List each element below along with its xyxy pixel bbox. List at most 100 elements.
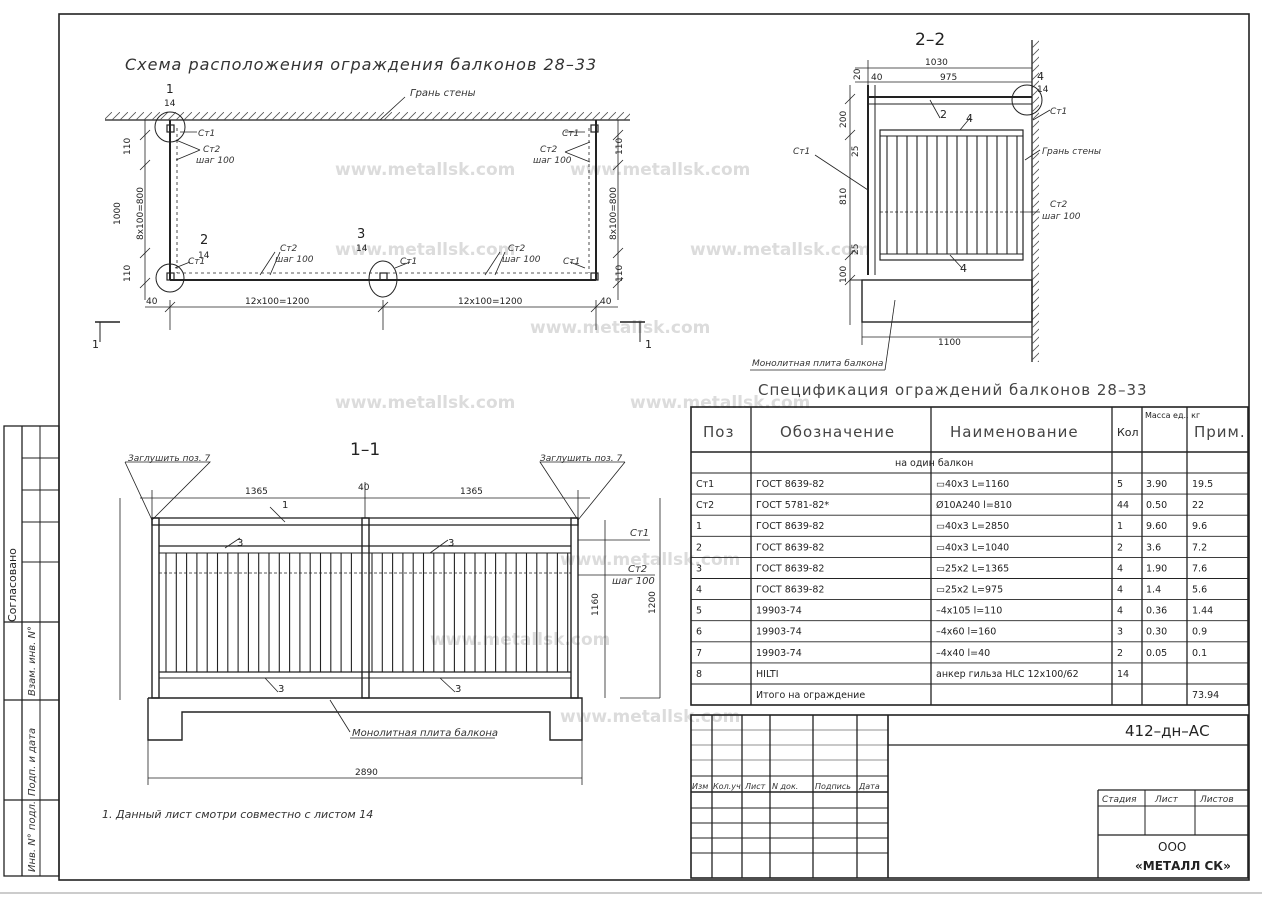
spec-cell: 1.90 [1146, 563, 1167, 574]
svg-text:25: 25 [851, 146, 861, 157]
spec-cell: 2 [1117, 648, 1123, 659]
spec-cell: 3 [696, 563, 702, 574]
spec-cell: 8 [696, 669, 702, 680]
svg-text:Монолитная плита балкона: Монолитная плита балкона [352, 727, 498, 739]
section22-labels: 1030 975 40 20 200 25 810 25 100 1100 4 … [752, 58, 1101, 369]
spec-cell: 4 [1117, 606, 1123, 617]
svg-text:110: 110 [615, 138, 625, 155]
spec-cell: 19903-74 [756, 606, 802, 617]
svg-text:2: 2 [940, 108, 947, 121]
svg-text:шаг 100: шаг 100 [1042, 212, 1081, 222]
svg-text:40: 40 [600, 297, 612, 307]
title-block-labels: 412–дн–АС Изм Кол.уч Лист N док. Подпись… [692, 722, 1234, 873]
svg-text:4: 4 [966, 112, 973, 125]
svg-text:8x100=800: 8x100=800 [609, 187, 619, 240]
spec-cell: ▭40x3 L=2850 [936, 521, 1009, 532]
spec-cell: Ø10А240 l=810 [936, 500, 1012, 511]
svg-text:N док.: N док. [772, 782, 798, 791]
svg-text:12x100=1200: 12x100=1200 [458, 297, 523, 307]
spec-cell: 0.05 [1146, 648, 1167, 659]
svg-text:14: 14 [198, 251, 210, 261]
svg-text:8x100=800: 8x100=800 [136, 187, 146, 240]
svg-text:110: 110 [123, 138, 133, 155]
spec-header-code: Обозначение [780, 423, 895, 441]
svg-text:Ст1: Ст1 [400, 257, 417, 267]
spec-row-lines [691, 472, 1248, 685]
svg-text:Ст2: Ст2 [203, 145, 221, 155]
inv-orig-label: Инв. N° подл. [27, 801, 38, 872]
svg-text:40: 40 [358, 483, 370, 493]
section11-bars [165, 553, 569, 672]
spec-cell: 4 [1117, 585, 1123, 596]
spec-cell: 4 [696, 585, 702, 596]
plan-labels: Грань стены 1 14 2 14 14 3 14 Ст1 Ст2 ша… [92, 82, 652, 351]
spec-cell: 19903-74 [756, 627, 802, 638]
org-line2: «МЕТАЛЛ СК» [1135, 859, 1231, 873]
section11-labels: Заглушить поз. 7 Заглушить поз. 7 1365 1… [128, 454, 658, 778]
plan-title: Схема расположения ограждения балконов 2… [125, 55, 597, 74]
svg-text:1365: 1365 [245, 487, 268, 497]
svg-text:www.metallsk.com: www.metallsk.com [335, 393, 515, 413]
spec-header-pos: Поз [703, 423, 734, 441]
spec-cell: HILTI [756, 669, 779, 680]
spec-header-note: Прим. [1194, 423, 1246, 441]
svg-text:www.metallsk.com: www.metallsk.com [690, 240, 870, 260]
spec-cell: 3 [1117, 627, 1123, 638]
svg-text:1160: 1160 [591, 593, 601, 616]
svg-text:Заглушить поз. 7: Заглушить поз. 7 [128, 454, 210, 464]
section22-bars [886, 136, 1018, 254]
svg-text:Ст1: Ст1 [188, 257, 205, 267]
svg-text:Ст2: Ст2 [280, 244, 298, 254]
svg-text:шаг 100: шаг 100 [533, 156, 572, 166]
svg-text:Ст1: Ст1 [198, 129, 215, 139]
svg-text:4: 4 [960, 262, 967, 275]
svg-text:Лист: Лист [1154, 795, 1179, 805]
svg-text:975: 975 [940, 73, 957, 83]
svg-text:3: 3 [237, 538, 243, 549]
svg-text:2: 2 [200, 233, 208, 248]
spec-cell: 9.60 [1146, 521, 1167, 532]
section22-view [750, 40, 1051, 371]
spec-cell: 19.5 [1192, 479, 1213, 490]
svg-text:www.metallsk.com: www.metallsk.com [570, 160, 750, 180]
spec-cell: –4x40 l=40 [936, 648, 990, 659]
svg-text:3: 3 [448, 538, 454, 549]
spec-cell: ГОСТ 5781-82* [756, 500, 829, 511]
svg-text:1200: 1200 [648, 591, 658, 614]
svg-text:3: 3 [357, 227, 365, 242]
spec-header-name: Наименование [950, 423, 1079, 441]
spec-cell: 1 [1117, 521, 1123, 532]
sign-date-label: Подп. и дата [27, 728, 38, 796]
svg-text:Заглушить поз. 7: Заглушить поз. 7 [540, 454, 622, 464]
agreed-label: Согласовано [6, 548, 19, 622]
svg-text:Грань стены: Грань стены [1042, 147, 1101, 157]
spec-cell: Ст1 [696, 479, 714, 490]
svg-text:20: 20 [853, 68, 863, 80]
svg-text:www.metallsk.com: www.metallsk.com [560, 707, 740, 727]
svg-text:1000: 1000 [113, 202, 123, 225]
spec-cell: 5 [696, 606, 702, 617]
svg-text:1365: 1365 [460, 487, 483, 497]
svg-text:Монолитная плита балкона: Монолитная плита балкона [752, 359, 883, 369]
svg-text:810: 810 [839, 188, 849, 205]
spec-cell: 2 [696, 542, 702, 553]
spec-cell: 0.50 [1146, 500, 1167, 511]
spec-group-label: на один балкон [895, 458, 973, 469]
spec-cell: 7 [696, 648, 702, 659]
plan-view [95, 96, 645, 342]
svg-text:Ст1: Ст1 [630, 528, 649, 539]
spec-cell: 19903-74 [756, 648, 802, 659]
spec-cell: 3.6 [1146, 542, 1161, 553]
svg-text:14: 14 [1037, 85, 1049, 95]
spec-cell: Итого на ограждение [756, 690, 865, 701]
spec-header-mass: Масса ед., кг [1145, 411, 1200, 420]
spec-cell: –4x105 l=110 [936, 606, 1002, 617]
spec-cell: 3.90 [1146, 479, 1167, 490]
spec-table: Поз Обозначение Наименование Кол Масса е… [690, 406, 1249, 706]
spec-cell: ▭25x2 L=1365 [936, 563, 1009, 574]
spec-cell: 1.44 [1192, 606, 1213, 617]
svg-text:Изм: Изм [692, 782, 708, 791]
svg-text:25: 25 [851, 244, 861, 255]
